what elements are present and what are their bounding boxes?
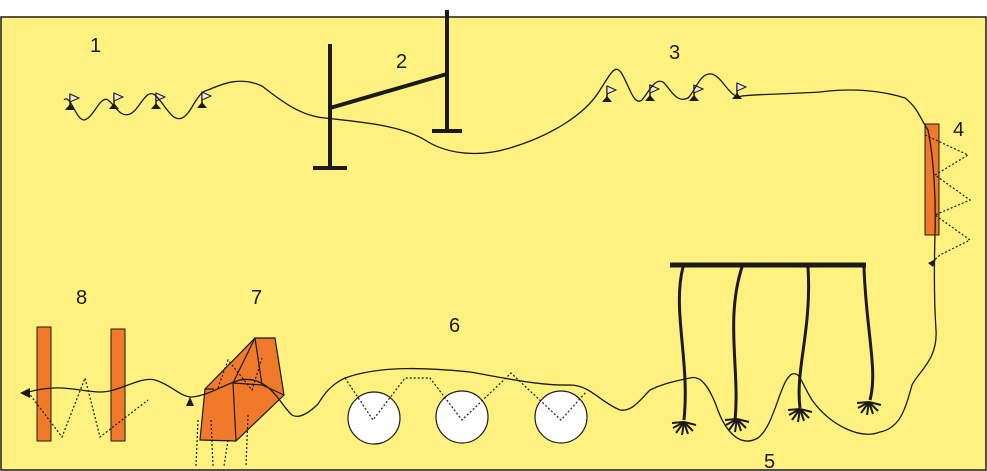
arrow-icon	[186, 397, 194, 406]
station-label-5: 5	[764, 451, 775, 471]
course-path	[24, 68, 937, 442]
field-background	[0, 16, 987, 471]
station-6-circles	[344, 372, 588, 445]
station-label-2: 2	[396, 51, 407, 73]
station-7-box	[195, 337, 285, 467]
station-label-8: 8	[76, 287, 87, 309]
station-label-4: 4	[953, 119, 964, 141]
station-2-hurdle	[313, 10, 462, 170]
station-label-7: 7	[251, 287, 262, 309]
station-label-3: 3	[669, 42, 680, 64]
station-4-zigzag	[924, 134, 972, 263]
station-label-6: 6	[449, 315, 460, 337]
station-label-1: 1	[90, 35, 101, 57]
circle-icon	[534, 390, 588, 444]
station-5-ropes	[670, 262, 882, 436]
circle-icon	[435, 390, 489, 444]
station-8-posts	[27, 326, 149, 442]
